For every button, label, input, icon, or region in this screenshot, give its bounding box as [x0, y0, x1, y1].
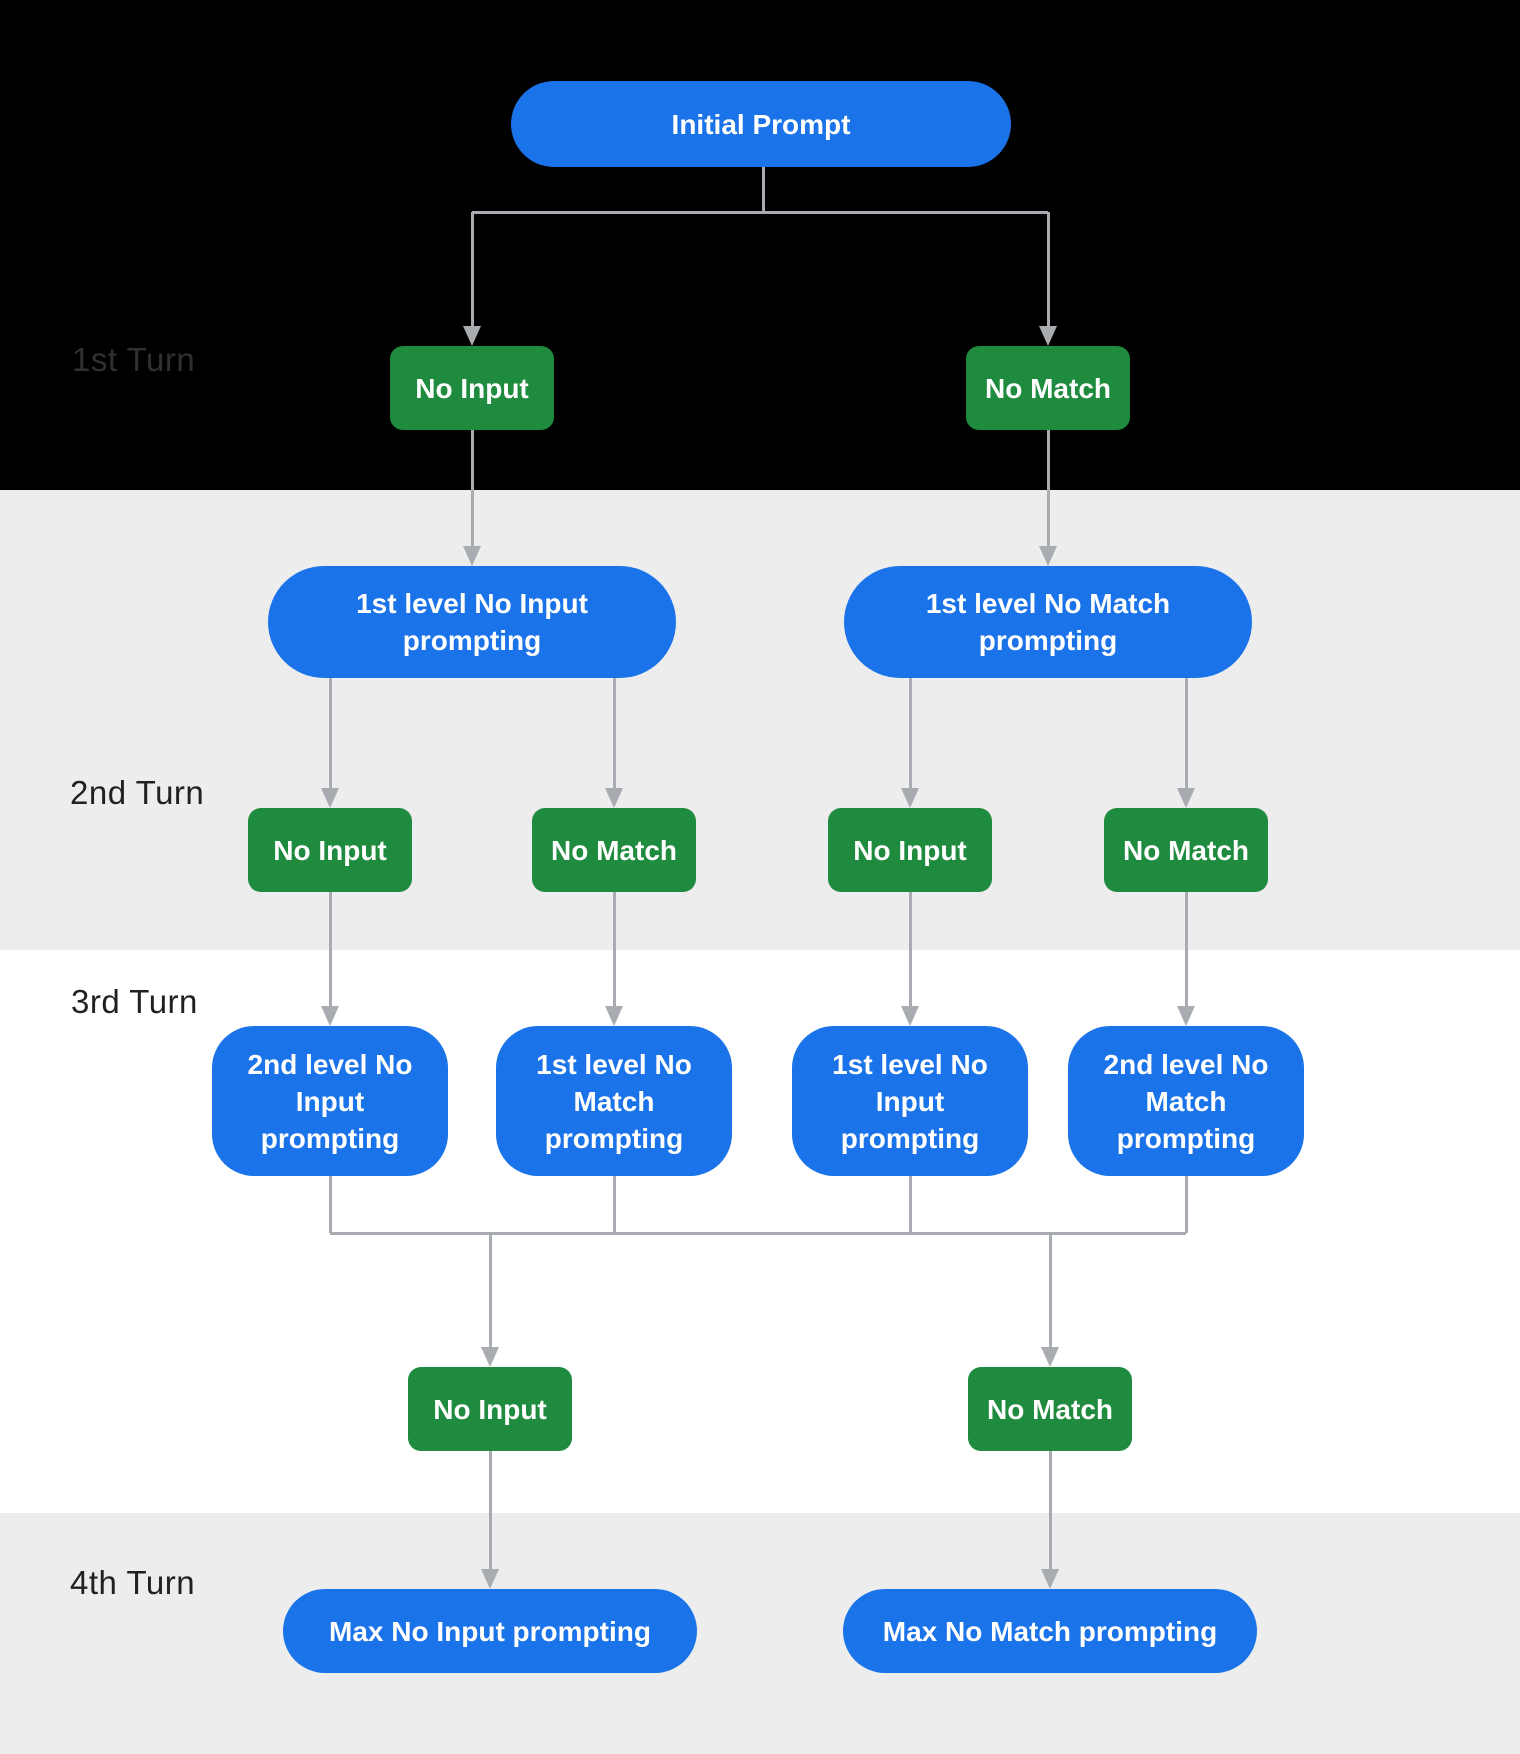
edge-initial-stem: [761, 166, 765, 212]
node-label: No Match: [985, 372, 1111, 404]
edge-turn2-d-down: [1184, 892, 1188, 1006]
node-turn1-no-match: No Match: [966, 346, 1130, 430]
edge-turn2-b-down-arrowhead-icon: [605, 1006, 623, 1026]
edge-turn3-no-input-to-max-arrowhead-icon: [481, 1569, 499, 1589]
edge-turn3-no-match-to-max-arrowhead-icon: [1041, 1569, 1059, 1589]
node-label: No Input: [415, 372, 529, 404]
edge-turn3-no-match-to-max: [1048, 1451, 1052, 1569]
edge-pill-right-to-no-input-arrowhead-icon: [901, 788, 919, 808]
edge-pill-left-to-no-match-arrowhead-icon: [605, 788, 623, 808]
edge-bus-to-turn3-no-input-arrowhead-icon: [481, 1347, 499, 1367]
edge-pill-right-to-no-input: [908, 678, 912, 788]
edge-pill-right-to-no-match-arrowhead-icon: [1177, 788, 1195, 808]
turn-label-3rd: 3rd Turn: [71, 983, 198, 1020]
node-label: No Input: [853, 834, 967, 866]
edge-turn2-c-down: [908, 892, 912, 1006]
node-label: Max No Match prompting: [882, 1615, 1218, 1647]
node-label: No Match: [1123, 834, 1249, 866]
node-max-no-match-prompting: Max No Match prompting: [843, 1589, 1257, 1673]
node-max-no-input-prompting: Max No Input prompting: [283, 1589, 697, 1673]
edge-turn1-no-match-to-pill: [1046, 430, 1050, 546]
node-turn3-no-input: No Input: [408, 1367, 572, 1451]
edge-box4-to-bus: [1184, 1176, 1188, 1233]
edge-pill-right-to-no-match: [1184, 678, 1188, 788]
node-turn1-no-input: No Input: [390, 346, 554, 430]
node-turn2-no-input-left: No Input: [248, 808, 412, 892]
turn-label-4th: 4th Turn: [70, 1564, 196, 1601]
edge-turn2-a-down-arrowhead-icon: [321, 1006, 339, 1026]
node-label: Max No Input prompting: [329, 1615, 651, 1647]
edge-split-to-turn1-no-match-arrowhead-icon: [1039, 326, 1057, 346]
node-turn2-no-match-right: No Match: [1104, 808, 1268, 892]
turn-label-1st: 1st Turn: [72, 341, 196, 378]
edge-pill-left-to-no-match: [612, 678, 616, 788]
edge-split-to-turn1-no-input-arrowhead-icon: [463, 326, 481, 346]
turn-4-band: [0, 1513, 1520, 1754]
edge-bus: [330, 1231, 1186, 1235]
edge-turn2-d-down-arrowhead-icon: [1177, 1006, 1195, 1026]
node-initial-prompt: Initial Prompt: [511, 81, 1011, 167]
turn-1-band: [0, 0, 1520, 490]
edge-turn2-a-down: [328, 892, 332, 1006]
edge-turn1-no-match-to-pill-arrowhead-icon: [1039, 546, 1057, 566]
node-label: No Input: [273, 834, 387, 866]
node-label: No Match: [987, 1393, 1113, 1425]
edge-turn2-b-down: [612, 892, 616, 1006]
edge-pill-left-to-no-input-arrowhead-icon: [321, 788, 339, 808]
edge-bus-to-turn3-no-match: [1048, 1233, 1052, 1347]
edge-bus-to-turn3-no-input: [488, 1233, 492, 1347]
node-turn3-no-match: No Match: [968, 1367, 1132, 1451]
node-label: Initial Prompt: [671, 108, 851, 140]
edge-pill-left-to-no-input: [328, 678, 332, 788]
edge-box3-to-bus: [908, 1176, 912, 1233]
turn-2-band: [0, 490, 1520, 950]
node-label: No Match: [551, 834, 677, 866]
edge-initial-split: [472, 210, 1048, 214]
edge-split-to-turn1-no-input: [470, 212, 474, 326]
edge-bus-to-turn3-no-match-arrowhead-icon: [1041, 1347, 1059, 1367]
edge-turn1-no-input-to-pill: [470, 430, 474, 546]
turn-label-2nd: 2nd Turn: [70, 774, 205, 811]
node-turn2-no-input-right: No Input: [828, 808, 992, 892]
edge-split-to-turn1-no-match: [1046, 212, 1050, 326]
edge-box2-to-bus: [612, 1176, 616, 1233]
node-label: No Input: [433, 1393, 547, 1425]
edge-turn3-no-input-to-max: [488, 1451, 492, 1569]
node-turn2-no-match-left: No Match: [532, 808, 696, 892]
edge-turn2-c-down-arrowhead-icon: [901, 1006, 919, 1026]
edge-box1-to-bus: [328, 1176, 332, 1233]
edge-turn1-no-input-to-pill-arrowhead-icon: [463, 546, 481, 566]
